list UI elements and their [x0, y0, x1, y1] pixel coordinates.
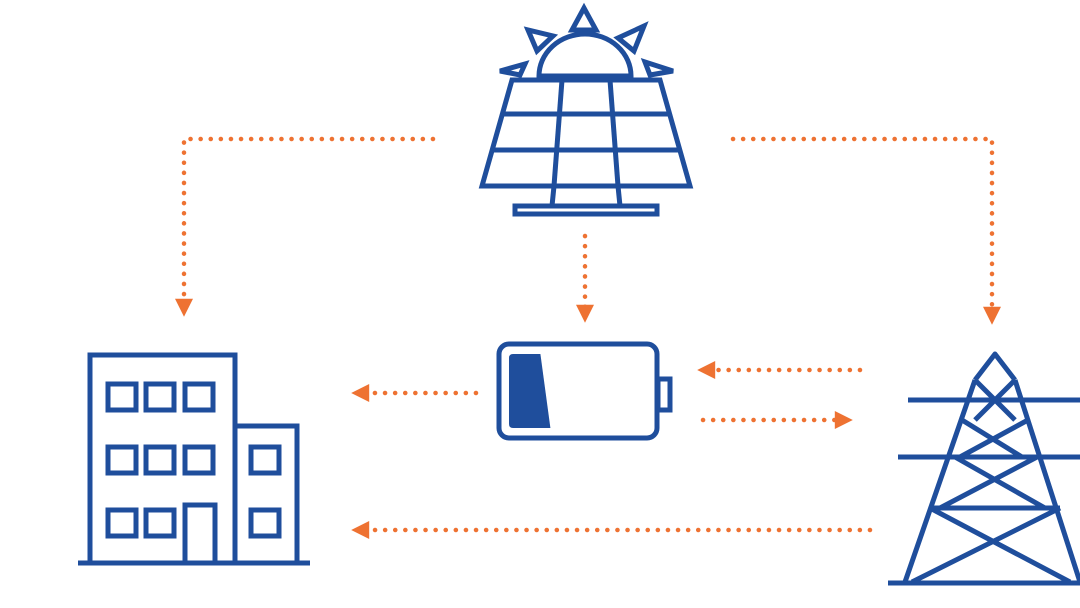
panel-line — [607, 79, 621, 187]
flow-arrows — [175, 136, 1001, 539]
panel-line — [551, 79, 565, 187]
flow-dotted-line — [181, 136, 436, 309]
tower-leg-right — [1012, 379, 1080, 583]
flow-arrowhead — [576, 304, 594, 323]
flow-arrow-battery-to-building — [351, 384, 479, 402]
panel-frame — [478, 77, 694, 189]
sun-ray — [499, 60, 530, 78]
building-window — [143, 381, 177, 413]
sun-ray — [613, 21, 649, 56]
building-window — [143, 444, 177, 476]
sun-ray — [523, 26, 559, 56]
panel-base — [512, 203, 660, 217]
tower-peak — [973, 351, 1017, 382]
building-windows — [105, 381, 282, 539]
panel-leg — [549, 185, 557, 207]
flow-arrow-grid-to-building — [351, 521, 873, 539]
tower-lattice — [953, 454, 1047, 511]
flow-arrow-solar-to-battery — [576, 233, 594, 323]
tower-lattice — [910, 505, 1062, 585]
building-window — [248, 444, 282, 476]
tower-leg-left — [902, 379, 978, 583]
building-icon — [78, 352, 310, 566]
tower-lattice — [973, 378, 1017, 422]
building-window — [105, 381, 139, 413]
battery-icon — [496, 341, 673, 441]
flow-arrow-battery-to-grid — [700, 411, 853, 429]
flow-arrowhead — [697, 361, 716, 379]
transmission-tower-icon — [888, 351, 1080, 586]
flow-arrowhead — [175, 298, 193, 317]
sun-ray — [640, 58, 674, 78]
building-window — [143, 507, 177, 539]
panel-leg — [615, 185, 623, 207]
flow-arrow-grid-to-battery — [697, 361, 863, 379]
tower-lattice — [958, 417, 1030, 460]
flow-arrowhead — [351, 384, 370, 402]
building-window — [182, 444, 216, 476]
solar-panel-icon — [478, 2, 694, 217]
flow-arrowhead — [834, 411, 853, 429]
building-window — [248, 507, 282, 539]
flow-arrow-solar-to-building — [175, 136, 436, 317]
battery-charge-level — [509, 354, 551, 428]
flow-arrowhead — [983, 306, 1001, 325]
flow-dotted-line — [730, 136, 995, 317]
flow-arrowhead — [351, 521, 370, 539]
building-door — [182, 502, 218, 566]
tower-lattice — [938, 454, 1039, 511]
building-window — [105, 444, 139, 476]
battery-terminal — [655, 376, 673, 413]
flow-arrow-solar-to-grid — [730, 136, 1001, 325]
sun-disc — [536, 31, 634, 79]
building-window — [182, 381, 216, 413]
sun-ray — [567, 2, 601, 33]
tower-lattice — [928, 505, 1072, 585]
building-window — [105, 507, 139, 539]
